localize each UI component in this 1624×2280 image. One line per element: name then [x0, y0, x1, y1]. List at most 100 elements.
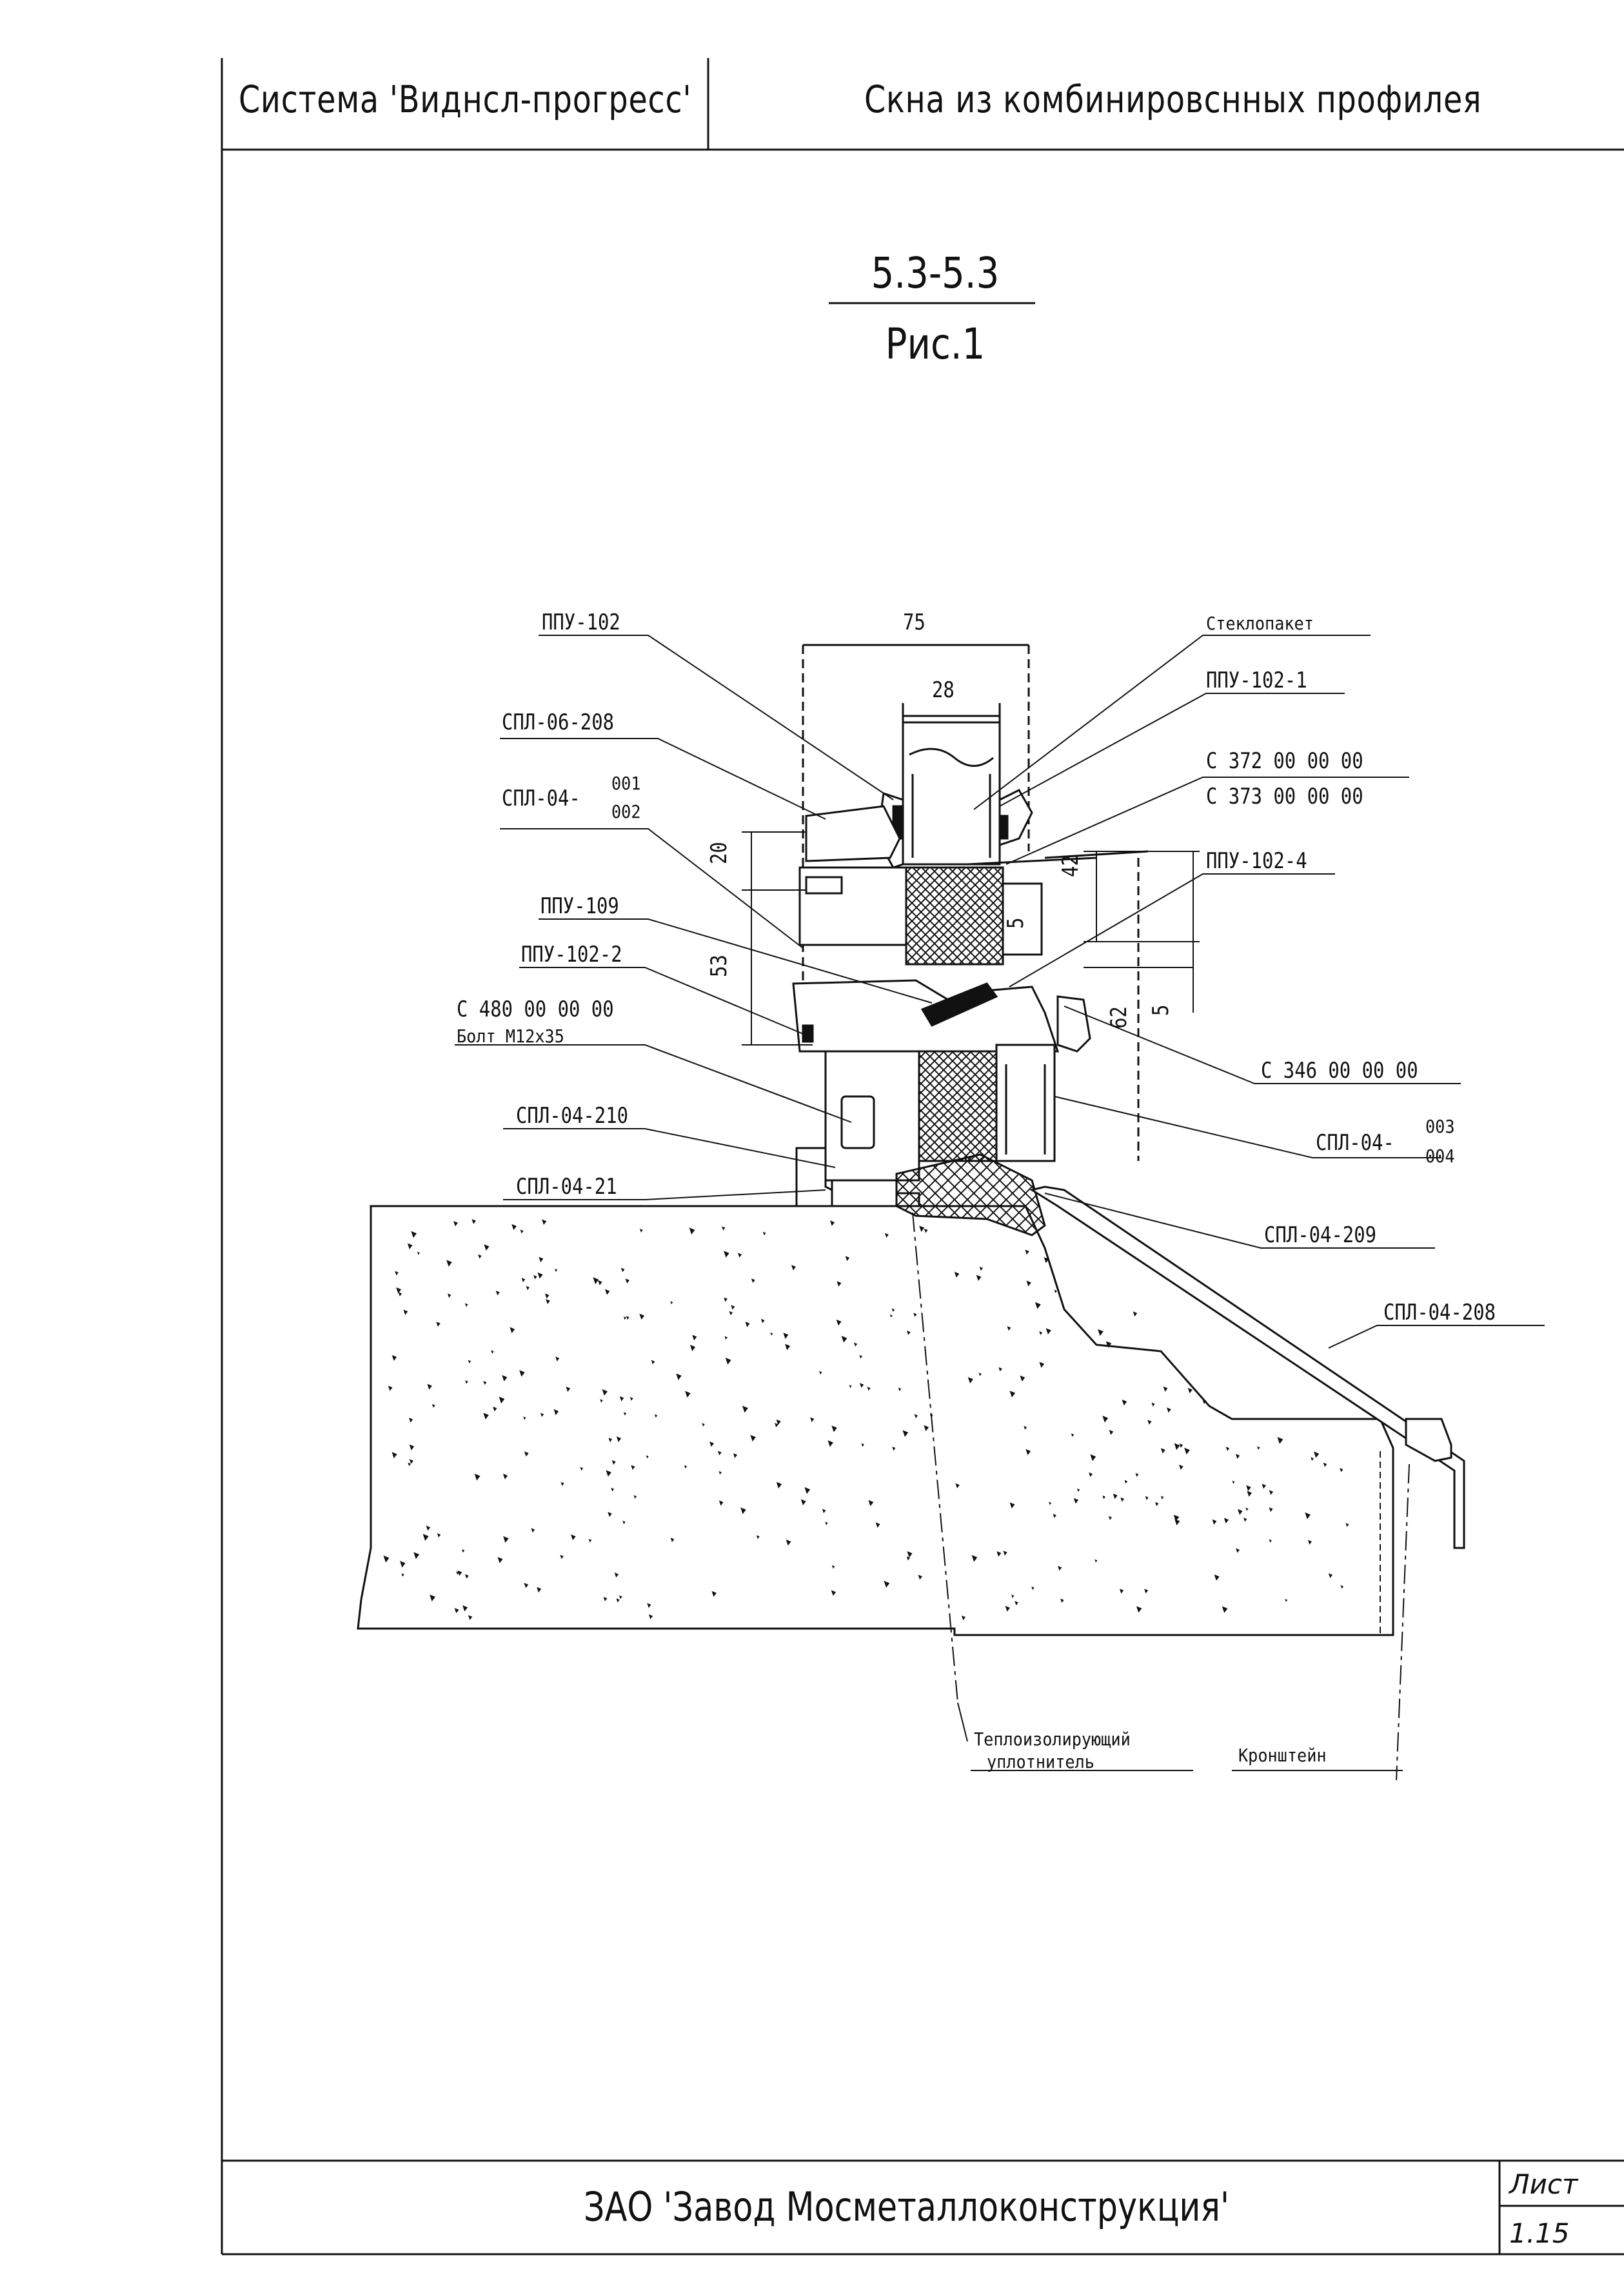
- concrete-speckle: [511, 1224, 517, 1231]
- concrete-speckle: [521, 1278, 526, 1282]
- concrete-speckle: [1163, 1386, 1168, 1392]
- concrete-speckle: [711, 1591, 717, 1597]
- concrete-speckle: [891, 1308, 895, 1312]
- concrete-speckle: [1174, 1443, 1180, 1451]
- concrete-speckle: [520, 1229, 524, 1234]
- concrete-speckle: [914, 1414, 918, 1418]
- concrete-speckle: [408, 1462, 411, 1467]
- dim-h62: 62: [1106, 1006, 1132, 1029]
- concrete-speckle: [1098, 1329, 1104, 1336]
- concrete-speckle: [967, 1377, 973, 1383]
- concrete-speckle: [383, 1555, 390, 1563]
- concrete-speckle: [493, 1406, 497, 1412]
- concrete-speckle: [629, 1396, 633, 1401]
- concrete-speckle: [979, 1266, 983, 1271]
- concrete-speckle: [1113, 1493, 1118, 1500]
- concrete-speckle: [401, 1573, 404, 1577]
- sheet-frame: [221, 58, 1624, 2255]
- concrete-speckle: [954, 1271, 960, 1278]
- concrete-speckle: [1155, 1502, 1159, 1507]
- concrete-speckle: [825, 1522, 828, 1525]
- concrete-speckle: [733, 1453, 738, 1458]
- concrete-speckle: [417, 1251, 420, 1255]
- concrete-speckle: [409, 1418, 413, 1423]
- concrete-speckle: [849, 1385, 852, 1388]
- concrete-speckle: [1243, 1517, 1247, 1522]
- concrete-speckle: [1145, 1496, 1149, 1500]
- concrete-speckle: [745, 1322, 750, 1327]
- concrete-speckle: [456, 1571, 459, 1575]
- concrete-speckle: [692, 1334, 697, 1341]
- concrete-speckle: [1236, 1548, 1240, 1553]
- concrete-speckle: [622, 1520, 626, 1525]
- concrete-speckle: [462, 1605, 468, 1612]
- concrete-speckle: [639, 1313, 645, 1320]
- concrete-speckle: [770, 1332, 773, 1336]
- concrete-speckle: [1247, 1491, 1253, 1497]
- concrete-speckle: [537, 1272, 543, 1279]
- concrete-speckle: [884, 1580, 890, 1588]
- concrete-speckle: [737, 1253, 742, 1258]
- label-spl04b-num: 003: [1425, 1116, 1455, 1137]
- concrete-speckle: [822, 1509, 826, 1514]
- concrete-speckle: [533, 1274, 537, 1280]
- concrete-speckle: [531, 1528, 535, 1533]
- concrete-speckle: [437, 1533, 441, 1538]
- concrete-speckle: [571, 1534, 576, 1541]
- concrete-speckle: [598, 1280, 602, 1285]
- concrete-speckle: [786, 1539, 791, 1546]
- concrete-speckle: [996, 1551, 1002, 1557]
- dim-h53: 53: [706, 955, 732, 977]
- label-spl04211: СПЛ-04-21: [516, 1174, 617, 1200]
- concrete-speckle: [1025, 1449, 1031, 1456]
- concrete-speckle: [859, 1354, 862, 1359]
- concrete-speckle: [398, 1292, 402, 1296]
- concrete-speckle: [1049, 1502, 1052, 1505]
- concrete-speckle: [1026, 1280, 1031, 1287]
- concrete-speckle: [396, 1287, 402, 1294]
- concrete-speckle: [918, 1574, 922, 1580]
- concrete-speckle: [409, 1444, 415, 1451]
- concrete-speckle: [388, 1385, 393, 1391]
- label-c372: С 372 00 00 00: [1206, 748, 1363, 774]
- concrete-speckle: [524, 1583, 529, 1589]
- sheet-label: Лист: [1509, 2168, 1578, 2200]
- figure-caption: Рис.1: [885, 319, 985, 369]
- concrete-speckle: [465, 1574, 469, 1579]
- concrete-speckle: [647, 1603, 651, 1609]
- concrete-speckle: [1102, 1495, 1106, 1500]
- concrete-speckle: [976, 1274, 982, 1281]
- concrete-speckle: [892, 1447, 896, 1451]
- label-spl04-prefix: СПЛ-04-: [502, 786, 580, 811]
- concrete-speckle: [924, 1228, 928, 1233]
- concrete-speckle: [605, 1289, 610, 1295]
- concrete-speckle: [760, 1318, 765, 1323]
- concrete-speckle: [633, 1495, 637, 1499]
- concrete-speckle: [1136, 1606, 1142, 1613]
- label-spl04209: СПЛ-04-209: [1264, 1222, 1376, 1248]
- concrete-speckle: [1214, 1574, 1220, 1581]
- concrete-speckle: [614, 1572, 619, 1578]
- concrete-speckle: [422, 1534, 429, 1541]
- concrete-speckle: [776, 1419, 781, 1425]
- concrete-speckle: [1024, 1425, 1027, 1430]
- concrete-speckle: [560, 1482, 564, 1486]
- concrete-speckle: [523, 1416, 526, 1420]
- header-title: Скна из комбинировснных профилея: [864, 77, 1482, 121]
- concrete-speckle: [537, 1587, 542, 1593]
- concrete-speckle: [1089, 1472, 1093, 1478]
- label-spl06208: СПЛ-06-208: [502, 709, 614, 735]
- concrete-speckle: [580, 1467, 584, 1471]
- section-label: 5.3-5.3: [871, 248, 1000, 298]
- concrete-speckle: [1119, 1589, 1124, 1594]
- concrete-speckle: [1222, 1606, 1228, 1613]
- concrete-speckle: [853, 1342, 858, 1347]
- concrete-speckle: [1307, 1540, 1312, 1545]
- concrete-speckle: [742, 1405, 748, 1413]
- concrete-speckle: [684, 1465, 688, 1469]
- concrete-speckle: [1109, 1429, 1114, 1435]
- concrete-speckle: [400, 1561, 406, 1568]
- concrete-speckle: [608, 1512, 612, 1517]
- concrete-speckle: [491, 1350, 494, 1354]
- label-ppu102: ППУ-102: [542, 610, 620, 635]
